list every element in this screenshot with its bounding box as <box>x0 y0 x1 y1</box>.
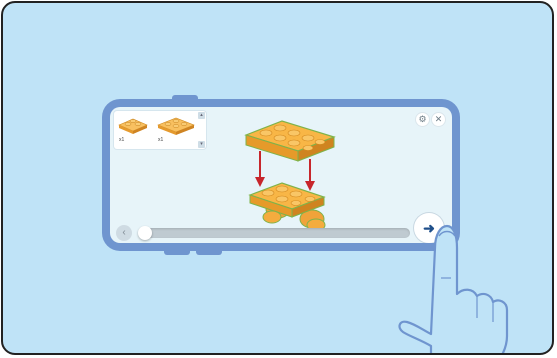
brick-top <box>244 120 336 162</box>
part-quantity: x1 <box>119 137 125 143</box>
placement-arrows <box>255 151 315 191</box>
step-progress-slider[interactable] <box>142 228 410 238</box>
brick-base-with-wheels <box>248 182 326 232</box>
progress-slider-handle[interactable] <box>138 226 152 240</box>
phone-side-button <box>196 250 222 255</box>
chevron-left-icon[interactable]: ‹ <box>116 225 132 241</box>
phone-side-button <box>172 95 198 100</box>
panel-expand-icon[interactable]: ▴ <box>198 112 205 119</box>
parts-list-panel: x1 x1 ▴ ▾ <box>114 111 206 149</box>
part-thumbnail[interactable]: x1 <box>156 113 196 143</box>
gear-icon[interactable]: ⚙ <box>416 113 429 126</box>
build-step-model <box>244 120 336 232</box>
part-thumbnail[interactable]: x1 <box>117 113 149 143</box>
phone-side-button <box>164 250 190 255</box>
close-icon[interactable]: ✕ <box>432 113 445 126</box>
panel-collapse-icon[interactable]: ▾ <box>198 141 205 148</box>
brick-2x4-icon <box>157 117 195 135</box>
brick-2x2-icon <box>118 118 148 134</box>
part-quantity: x1 <box>158 137 164 143</box>
pointing-hand <box>398 224 509 353</box>
